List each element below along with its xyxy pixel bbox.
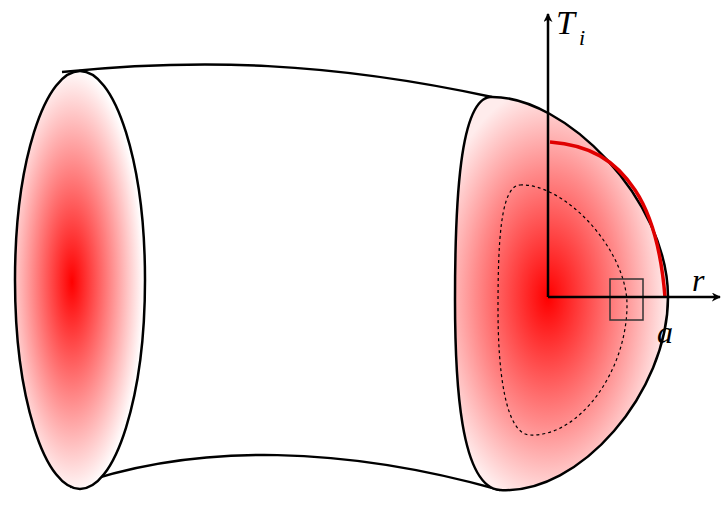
tube-edge [70, 455, 500, 490]
flux-surface [498, 185, 627, 435]
cross-section [455, 97, 668, 490]
axis-label: T [556, 6, 575, 40]
temperature-profile [550, 142, 665, 297]
tube-edge [62, 64, 492, 97]
axis-subscript: i [579, 27, 585, 49]
axis-label: r [692, 264, 704, 296]
radius-label: a [657, 316, 673, 348]
temperature-axis [547, 14, 550, 297]
cross-section [15, 71, 145, 489]
volume-element [610, 279, 643, 320]
radius-axis [548, 296, 720, 299]
